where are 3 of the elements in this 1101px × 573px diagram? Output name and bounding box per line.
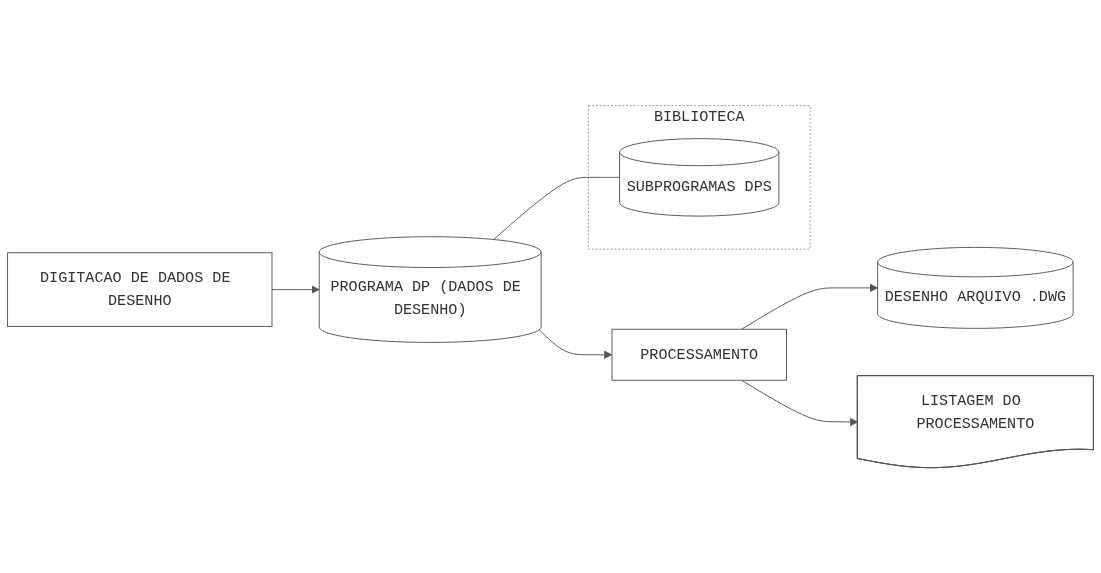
node-box: DIGITACAO DE DADOS DE DESENHO: [7, 252, 273, 327]
connector: [493, 176, 621, 240]
node-box: PROCESSAMENTO: [611, 328, 787, 381]
